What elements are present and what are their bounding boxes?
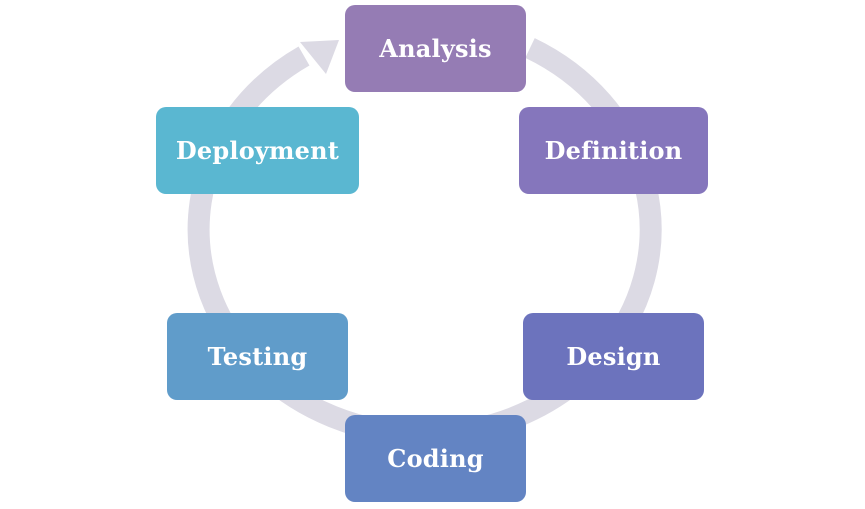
stage-coding-label: Coding	[387, 444, 484, 473]
cycle-arrowhead	[300, 40, 339, 74]
stage-testing-label: Testing	[207, 342, 308, 371]
stage-testing: Testing	[167, 313, 348, 400]
stage-deployment-label: Deployment	[175, 136, 340, 165]
stage-definition: Definition	[519, 107, 708, 194]
stage-coding: Coding	[345, 415, 526, 502]
stage-definition-label: Definition	[544, 136, 683, 165]
stage-analysis-label: Analysis	[379, 34, 492, 63]
stage-design: Design	[523, 313, 704, 400]
stage-design-label: Design	[566, 342, 661, 371]
stage-analysis: Analysis	[345, 5, 526, 92]
stage-deployment: Deployment	[156, 107, 359, 194]
